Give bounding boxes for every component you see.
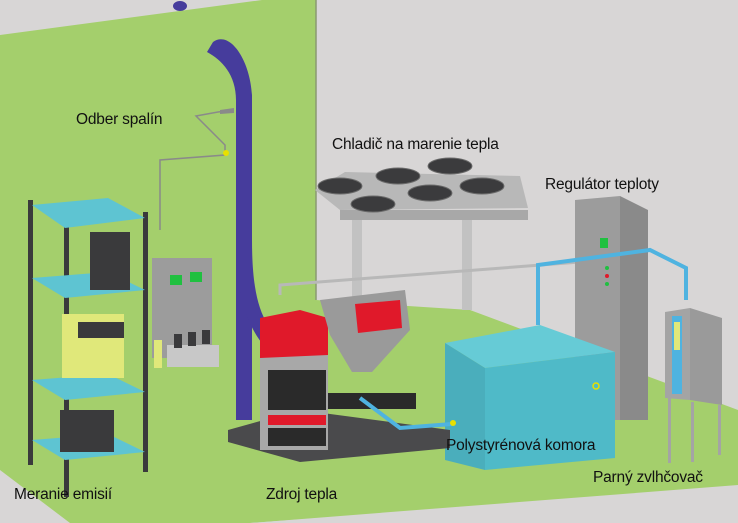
grey-floor-corner [0,470,70,523]
blue-water-pipe [536,247,688,325]
cooler-fan [459,177,505,195]
gas-washer [174,334,182,348]
cooler-fan [350,195,396,213]
pipe-flange [450,420,456,426]
emission-shelf-rack [28,198,148,497]
chamber-left [445,343,485,470]
humidifier-panel-display [674,322,680,350]
shelf [32,198,145,228]
label-heat-dissipation-cooler: Chladič na marenie tepla [332,136,499,153]
power-unit [60,410,114,452]
sampling-line [159,109,235,230]
auger-feeder [328,393,416,409]
grey-floor-right [250,488,738,523]
cooler-fan [407,184,453,202]
gas-analyzer-unit [90,232,130,290]
control-panel-indicator [190,272,202,282]
rack-post [143,212,148,472]
humidifier-leg [718,405,721,455]
cooler-front [340,210,528,220]
cooler-pipe [278,260,581,295]
boiler-red-band [268,415,326,425]
label-steam-humidifier: Parný zvlhčovač [593,469,703,486]
hopper-red-panel [355,300,402,333]
boiler-blue-pipe [358,396,453,431]
sampling-probe [220,108,234,114]
humidifier-leg [668,398,671,463]
boiler-door-upper [268,370,326,410]
regulator-cabinet-side [620,196,648,420]
chimney-lower-bend [236,240,290,360]
shelf [32,374,145,400]
chamber-port [592,382,600,390]
cooler-leg-2 [462,220,472,310]
label-emission-measurement: Meranie emisií [14,486,112,503]
boiler-door-lower [268,428,326,446]
label-heat-source: Zdroj tepla [266,486,338,503]
regulator-indicator-red [605,274,609,278]
heated-sampler-top [78,322,124,338]
rack-post [28,200,33,465]
regulator-indicator-green-2 [605,282,609,286]
humidifier-side [690,308,722,405]
gas-washers-block [167,345,219,367]
chamber-front [485,352,615,470]
regulator-display [600,238,608,248]
cooler-leg-1 [352,220,362,310]
chamber-top [445,325,615,368]
cooler-fan [317,177,363,195]
label-polystyrene-chamber: Polystyrénová komora [446,437,596,454]
sampling-valve [223,150,229,156]
control-panel-indicator [170,275,182,285]
regulator-indicator-green [605,266,609,270]
chimney-duct [207,39,252,420]
chimney-top-stub [173,1,187,11]
cooler-fan [427,157,473,175]
filter-cartridge [154,340,162,368]
humidifier-leg [691,402,694,462]
cooler-fans [317,157,505,213]
cooler-fan [375,167,421,185]
label-temperature-regulator: Regulátor teploty [545,176,659,193]
boiler-top-red [260,310,328,358]
gas-washer [202,330,210,344]
humidifier-control-panel [672,316,682,394]
label-flue-gas-sampling: Odber spalín [76,111,163,128]
gas-washer [188,332,196,346]
